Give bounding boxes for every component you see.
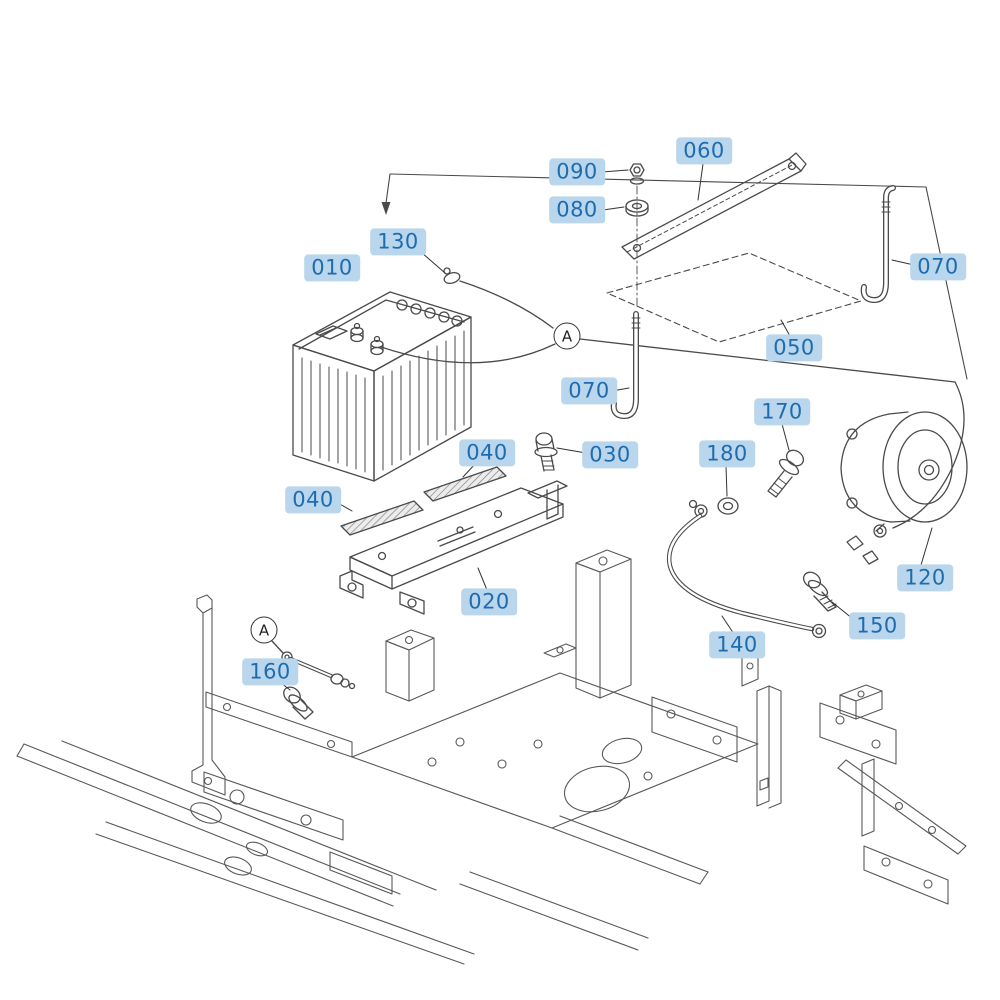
- part-callout-050[interactable]: 050: [766, 334, 822, 362]
- washer-180: [717, 497, 739, 515]
- connection-marker-a-lower: A: [250, 616, 278, 644]
- starter-motor-120: [840, 411, 968, 565]
- chassis-frame: [16, 549, 967, 965]
- part-callout-020[interactable]: 020: [461, 588, 517, 616]
- part-callout-010[interactable]: 010: [304, 254, 360, 282]
- part-callout-090[interactable]: 090: [549, 158, 605, 186]
- battery-clamp-060: [621, 152, 807, 260]
- part-callout-030[interactable]: 030: [582, 441, 638, 469]
- battery-tray-020: [339, 480, 568, 615]
- part-callout-120[interactable]: 120: [897, 564, 953, 592]
- battery-cable-130: [380, 267, 965, 538]
- washer-080: [625, 199, 649, 217]
- bolt-170: [767, 449, 805, 498]
- part-callout-070-right[interactable]: 070: [910, 253, 966, 281]
- pad-040-lower: [340, 500, 424, 536]
- bolt-150: [802, 571, 837, 612]
- ground-cable-160: [271, 640, 356, 720]
- part-callout-140[interactable]: 140: [709, 631, 765, 659]
- j-bolt-070-right: [860, 185, 896, 304]
- cover-sheet-050: [606, 252, 862, 343]
- part-callout-130[interactable]: 130: [370, 228, 426, 256]
- part-callout-150[interactable]: 150: [849, 612, 905, 640]
- part-callout-060[interactable]: 060: [676, 137, 732, 165]
- part-callout-080[interactable]: 080: [549, 196, 605, 224]
- j-bolt-070-middle: [610, 311, 641, 420]
- leader-lines: [280, 163, 933, 691]
- part-callout-040-lower[interactable]: 040: [285, 486, 341, 514]
- connection-marker-a-upper: A: [553, 322, 581, 350]
- part-callout-040-upper[interactable]: 040: [459, 439, 515, 467]
- nut-090: [629, 163, 645, 185]
- cable-140: [666, 499, 827, 639]
- pad-040-upper: [423, 466, 507, 502]
- bolt-030: [534, 432, 558, 472]
- part-callout-070-middle[interactable]: 070: [561, 377, 617, 405]
- reference-boundary-line: [381, 173, 968, 380]
- part-callout-160[interactable]: 160: [242, 658, 298, 686]
- part-callout-180[interactable]: 180: [699, 440, 755, 468]
- part-callout-170[interactable]: 170: [754, 398, 810, 426]
- battery-010: [292, 291, 472, 482]
